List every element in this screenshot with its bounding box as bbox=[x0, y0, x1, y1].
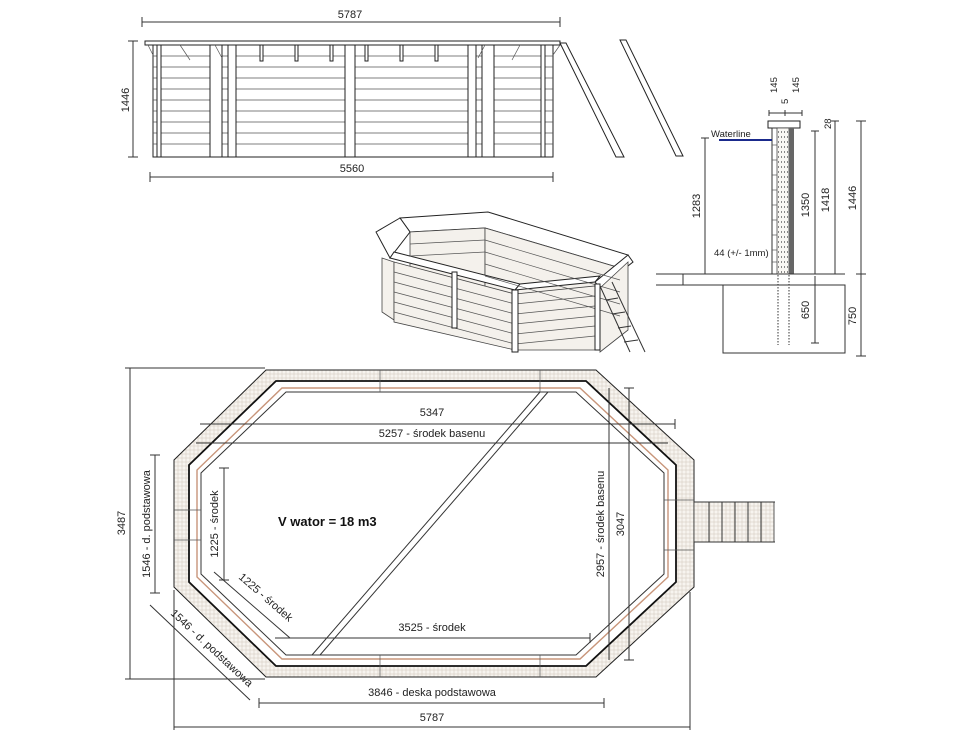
cap-gap: 5 bbox=[780, 99, 791, 104]
side-overall-length: 5787 bbox=[338, 9, 362, 21]
side-base-board: 1546 - d. podstawowa bbox=[141, 469, 153, 578]
wall-cross-section: 145 5 145 Waterline bbox=[656, 77, 866, 357]
plan-view: V wator = 18 m3 5347 5257 - środek basen… bbox=[116, 367, 775, 730]
wall-height: 1418 bbox=[820, 188, 832, 212]
total-height: 1446 bbox=[847, 186, 859, 210]
cap-height: 28 bbox=[823, 118, 834, 129]
isometric-view bbox=[375, 211, 646, 353]
side-height: 1446 bbox=[120, 88, 132, 112]
side-elevation-view: 5787 bbox=[120, 9, 625, 182]
center-width: 2957 - środek basenu bbox=[595, 471, 607, 577]
cap-width-left: 145 bbox=[769, 77, 780, 93]
bottom-board-dim: 44 (+/- 1mm) bbox=[714, 248, 769, 259]
waterline-label: Waterline bbox=[711, 129, 751, 140]
base-board-length: 3846 - deska podstawowa bbox=[368, 687, 497, 699]
post-depth: 650 bbox=[800, 301, 812, 319]
wall-above-ground: 1350 bbox=[800, 193, 812, 217]
overall-width: 3487 bbox=[116, 511, 128, 535]
water-height: 1283 bbox=[691, 194, 703, 218]
plan-ladder bbox=[693, 501, 775, 543]
center-length: 5257 - środek basenu bbox=[379, 428, 485, 440]
foundation-depth: 750 bbox=[847, 307, 859, 325]
ladder bbox=[559, 42, 625, 158]
side-center: 1225 - środek bbox=[209, 490, 221, 558]
outer-width-right: 3047 bbox=[615, 512, 627, 536]
side-base-length: 5560 bbox=[340, 163, 364, 175]
water-volume-label: V wator = 18 m3 bbox=[278, 514, 377, 529]
plan-overall-length: 5787 bbox=[420, 712, 444, 724]
inner-top-length: 5347 bbox=[420, 407, 444, 419]
bottom-center-length: 3525 - środek bbox=[398, 622, 466, 634]
cap-width-right: 145 bbox=[791, 77, 802, 93]
